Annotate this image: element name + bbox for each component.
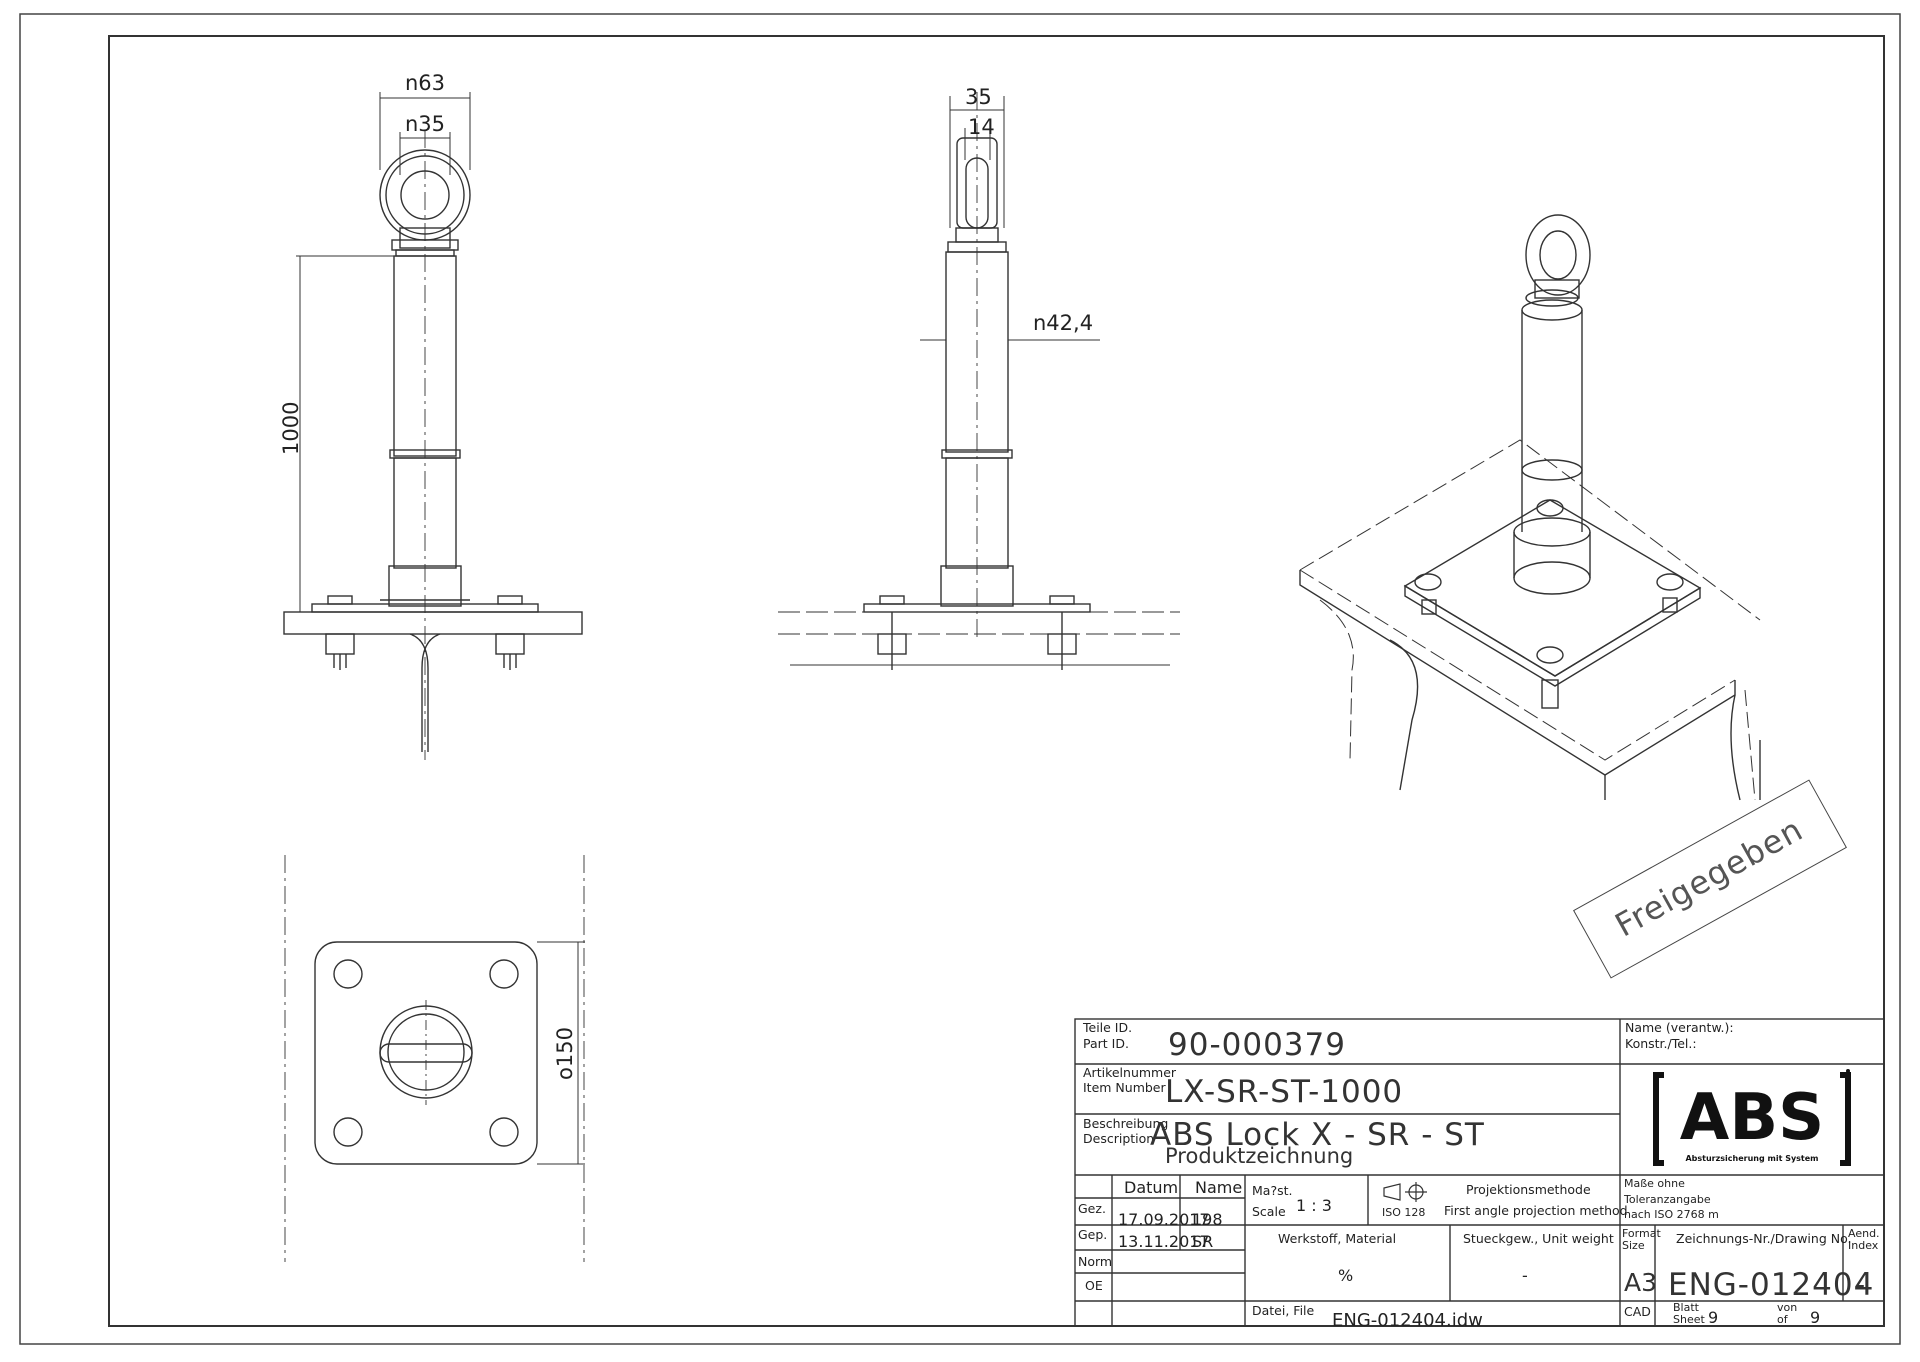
front-view bbox=[283, 130, 583, 760]
item-number-value: LX-SR-ST-1000 bbox=[1165, 1074, 1404, 1110]
scale-value: 1 : 3 bbox=[1296, 1196, 1332, 1215]
logo-tagline: Absturzsicherung mit System bbox=[1685, 1154, 1818, 1163]
format-value: A3 bbox=[1624, 1268, 1658, 1297]
gep-name: SR bbox=[1192, 1232, 1214, 1251]
col-name: Name bbox=[1195, 1178, 1243, 1197]
material-label: Werkstoff, Material bbox=[1278, 1231, 1397, 1246]
index-value: - bbox=[1856, 1270, 1866, 1299]
responsible-label-de: Name (verantw.): bbox=[1625, 1020, 1734, 1035]
file-value: ENG-012404.idw bbox=[1332, 1310, 1483, 1331]
isometric-view bbox=[1299, 214, 1761, 801]
front-dimensions bbox=[296, 92, 471, 613]
side-view bbox=[778, 92, 1180, 670]
top-dimensions bbox=[537, 941, 585, 1165]
part-id-value: 90-000379 bbox=[1168, 1027, 1346, 1063]
gez-date: 17.09.2017 bbox=[1118, 1210, 1210, 1229]
weight-label: Stueckgew., Unit weight bbox=[1463, 1231, 1614, 1246]
logo-text: ABS bbox=[1680, 1081, 1824, 1155]
weight-value: - bbox=[1522, 1266, 1528, 1285]
responsible-label-en: Konstr./Tel.: bbox=[1625, 1036, 1697, 1051]
tolerance-line-2: Toleranzangabe bbox=[1624, 1193, 1711, 1206]
description-value: ABS Lock X - SR - ST bbox=[1150, 1117, 1485, 1153]
material-value: % bbox=[1338, 1266, 1354, 1285]
item-number-label-de: Artikelnummer bbox=[1083, 1065, 1177, 1080]
cad-label: CAD bbox=[1624, 1304, 1651, 1319]
projection-label: Projektionsmethode bbox=[1466, 1182, 1591, 1197]
projection-symbol bbox=[1383, 1182, 1427, 1202]
scale-label-de: Ma?st. bbox=[1252, 1183, 1293, 1198]
outer-frame bbox=[19, 13, 1901, 1345]
gez-name: 198 bbox=[1192, 1210, 1223, 1229]
tolerance-line-3: nach ISO 2768 m bbox=[1624, 1208, 1719, 1221]
of-label-en: of bbox=[1777, 1313, 1788, 1326]
col-datum: Datum bbox=[1124, 1178, 1179, 1197]
iso-label: ISO 128 bbox=[1382, 1206, 1426, 1219]
format-label-en: Size bbox=[1622, 1239, 1645, 1252]
projection-value: First angle projection method bbox=[1444, 1203, 1628, 1218]
index-label-de: Aend. bbox=[1848, 1227, 1880, 1240]
drawing-border bbox=[108, 35, 1885, 1327]
dim-side-inner: 14 bbox=[968, 115, 995, 139]
row-gep: Gep. bbox=[1078, 1227, 1108, 1242]
dim-front-inner-dia: n35 bbox=[405, 112, 445, 136]
drawing-no-label: Zeichnungs-Nr./Drawing No. bbox=[1676, 1231, 1852, 1246]
tolerance-line-1: Maße ohne bbox=[1624, 1177, 1685, 1190]
gep-date: 13.11.2017 bbox=[1118, 1232, 1210, 1251]
description-sub: Produktzeichnung bbox=[1165, 1144, 1354, 1168]
top-view bbox=[284, 855, 585, 1262]
of-value: 9 bbox=[1810, 1308, 1821, 1327]
sheet-label-en: Sheet bbox=[1673, 1313, 1705, 1326]
scale-label-en: Scale bbox=[1252, 1204, 1286, 1219]
dim-tube-dia: n42,4 bbox=[1033, 311, 1093, 335]
index-label-en: Index bbox=[1848, 1239, 1879, 1252]
file-label: Datei, File bbox=[1252, 1303, 1315, 1318]
row-oe: OE bbox=[1085, 1278, 1103, 1293]
dim-height: 1000 bbox=[279, 402, 303, 455]
part-id-label-en: Part ID. bbox=[1083, 1036, 1129, 1051]
description-label-de: Beschreibung bbox=[1083, 1116, 1169, 1131]
item-number-label-en: Item Number bbox=[1083, 1080, 1166, 1095]
sheet-label-de: Blatt bbox=[1673, 1301, 1699, 1314]
side-dimensions bbox=[920, 96, 1100, 341]
sheet-value: 9 bbox=[1708, 1308, 1719, 1327]
dim-side-width: 35 bbox=[965, 85, 992, 109]
titleblock-grid bbox=[1074, 1018, 1885, 1327]
dim-front-outer-dia: n63 bbox=[405, 71, 445, 95]
row-norm: Norm bbox=[1078, 1254, 1113, 1269]
part-id-label-de: Teile ID. bbox=[1083, 1020, 1133, 1035]
abs-logo: ABS Absturzsicherung mit System bbox=[1652, 1069, 1852, 1169]
dim-plate-size: o150 bbox=[553, 1027, 577, 1080]
drawing-no-value: ENG-012404 bbox=[1668, 1267, 1875, 1303]
description-label-en: Description bbox=[1083, 1131, 1155, 1146]
of-label-de: von bbox=[1777, 1301, 1798, 1314]
format-label-de: Format bbox=[1622, 1227, 1661, 1240]
row-gez: Gez. bbox=[1078, 1201, 1106, 1216]
